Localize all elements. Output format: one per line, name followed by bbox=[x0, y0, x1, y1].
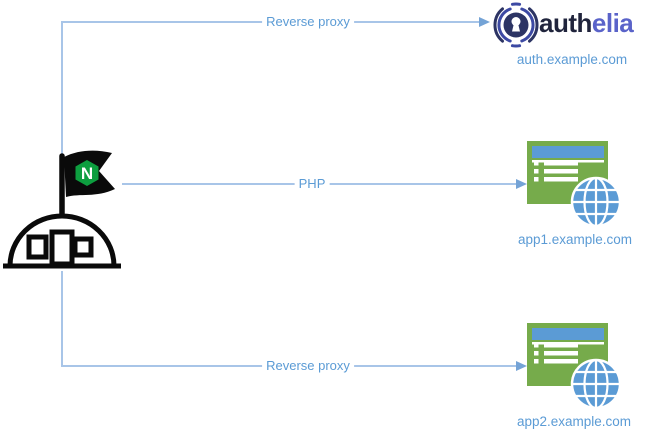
app-titlebar bbox=[532, 146, 604, 158]
authelia-logo-text-dark: auth bbox=[539, 8, 592, 38]
authelia-keyhole-head bbox=[511, 17, 521, 26]
app-titlebar bbox=[532, 328, 604, 340]
arrowhead-app1 bbox=[516, 179, 527, 189]
edge-label-php: PHP bbox=[294, 176, 330, 192]
globe-icon bbox=[570, 176, 622, 228]
authelia-arc bbox=[520, 7, 535, 43]
authelia-logo-text-light: elia bbox=[591, 8, 634, 38]
authelia-keyhole-stem bbox=[512, 24, 520, 32]
authelia-domain-label: auth.example.com bbox=[516, 52, 628, 67]
arrowhead-app2 bbox=[516, 361, 527, 371]
app2-domain-label: app2.example.com bbox=[516, 414, 632, 429]
nginx-hexagon bbox=[75, 160, 99, 186]
web-app-icon-app1 bbox=[527, 141, 622, 228]
globe-icon bbox=[570, 358, 622, 410]
edge-label-reverse-proxy-bottom: Reverse proxy bbox=[262, 358, 354, 374]
nginx-window-right bbox=[72, 236, 94, 258]
app-list-icon bbox=[534, 161, 578, 182]
app1-domain-label: app1.example.com bbox=[517, 232, 633, 247]
authelia-logo-text: authelia bbox=[539, 6, 634, 40]
authelia-arc bbox=[493, 7, 504, 43]
app-list-icon bbox=[534, 343, 578, 364]
authelia-icon bbox=[493, 2, 539, 48]
arrowhead-authelia bbox=[479, 17, 490, 27]
nginx-door bbox=[49, 229, 75, 267]
nginx-window-left bbox=[26, 234, 49, 260]
edge-nginx-app2 bbox=[61, 271, 516, 367]
edge-label-reverse-proxy-top: Reverse proxy bbox=[262, 14, 354, 30]
nginx-letter: N bbox=[81, 164, 93, 183]
web-app-icon-app2 bbox=[527, 323, 622, 410]
nginx-icon: N bbox=[3, 150, 121, 269]
edge-nginx-authelia bbox=[61, 21, 479, 155]
authelia-arc bbox=[528, 7, 539, 43]
authelia-arc bbox=[497, 7, 512, 43]
